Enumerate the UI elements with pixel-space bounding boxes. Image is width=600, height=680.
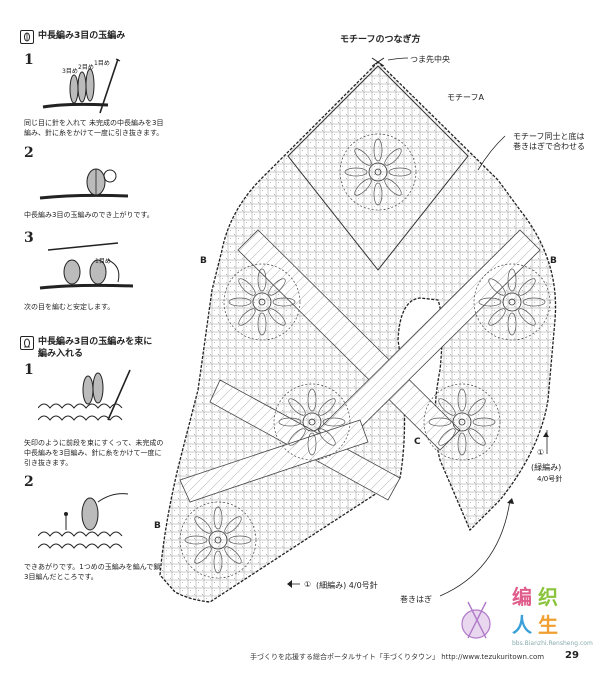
section-2-step-2-illustration <box>38 493 129 549</box>
step-1-label-2: 2目め <box>78 64 94 71</box>
step-3-number: 3 <box>24 230 34 246</box>
section-2-step-1-caption: 矢印のように前段を束にすくって、未完成の中長編みを3目編み、針に糸をかけて一度に… <box>24 439 164 467</box>
diagram-title: モチーフのつなぎ方 <box>340 35 421 45</box>
label-hook-right: 4/0号針 <box>537 475 563 483</box>
page-number: 29 <box>565 650 579 661</box>
section-1-title: 中長編み3目の玉編み <box>38 31 126 41</box>
label-edge-right: (緑編み) <box>531 463 562 472</box>
step-3-caption: 次の目を編むと安定します。 <box>24 303 115 311</box>
label-join-note-1: モチーフ同士と底は <box>513 132 585 141</box>
step-1-number: 1 <box>24 52 34 68</box>
svg-text:编: 编 <box>512 585 532 609</box>
step-3-illustration <box>39 242 134 290</box>
section-2-step-1-number: 1 <box>24 362 34 378</box>
step-2-illustration <box>39 168 128 200</box>
section-2-step-2-caption: できあがりです。1つめの玉編みを編んで鎖3目編んだところです。 <box>24 563 161 581</box>
label-join-note-2: 巻きはぎで合わせる <box>513 142 585 151</box>
label-b-right-top: B <box>550 256 557 266</box>
label-whip-stitch: 巻きはぎ <box>400 595 432 604</box>
puff-stitch-symbol-icon <box>20 30 34 44</box>
svg-text:人: 人 <box>512 613 533 637</box>
step-1-caption: 同じ目に針を入れて 未完成の中長編みを3目編み、針に糸をかけて一度に引き抜きます… <box>24 119 164 137</box>
section-2-title: 中長編み3目の玉編みを束に編み入れる <box>38 337 153 359</box>
step-1-label-3: 3目め <box>62 68 78 75</box>
tip-marker-icon <box>371 57 385 67</box>
label-b-left-bottom: B <box>154 521 161 531</box>
section-1-heading: 中長編み3目の玉編み <box>20 30 125 44</box>
section-2-step-2-number: 2 <box>24 474 34 490</box>
step-1-illustration <box>42 58 121 114</box>
label-c-right: C <box>414 437 421 447</box>
section-2-heading: 中長編み3目の玉編みを束に編み入れる <box>20 336 160 360</box>
label-edge-bottom: (細編み) 4/0号針 <box>316 581 378 590</box>
step-1-label-1: 1目め <box>94 60 110 67</box>
svg-text:织: 织 <box>538 585 558 609</box>
label-circle-right: ① <box>537 448 545 457</box>
step-3-label: 1目め <box>95 258 111 265</box>
label-motif-a: モチーフA <box>447 93 484 102</box>
label-circle-bottom: ① <box>304 580 312 589</box>
step-2-caption: 中長編み3目の玉編みのでき上がりです。 <box>24 211 154 219</box>
yarn-ball-icon <box>461 609 491 639</box>
section-2-step-1-illustration <box>38 369 131 421</box>
label-tip-center: つま先中央 <box>410 55 450 64</box>
label-b-left-top: B <box>200 256 207 266</box>
step-2-number: 2 <box>24 145 34 161</box>
watermark-site: bbs.Bianzhi.Rensheng.com <box>512 640 593 647</box>
puff-stitch-bundle-symbol-icon <box>20 336 34 350</box>
svg-text:生: 生 <box>538 613 558 637</box>
watermark-logo: 编 织 人 生 <box>461 585 558 639</box>
footer-text: 手づくりを応援する総合ポータルサイト「手づくりタウン」 http://www.t… <box>250 653 545 661</box>
